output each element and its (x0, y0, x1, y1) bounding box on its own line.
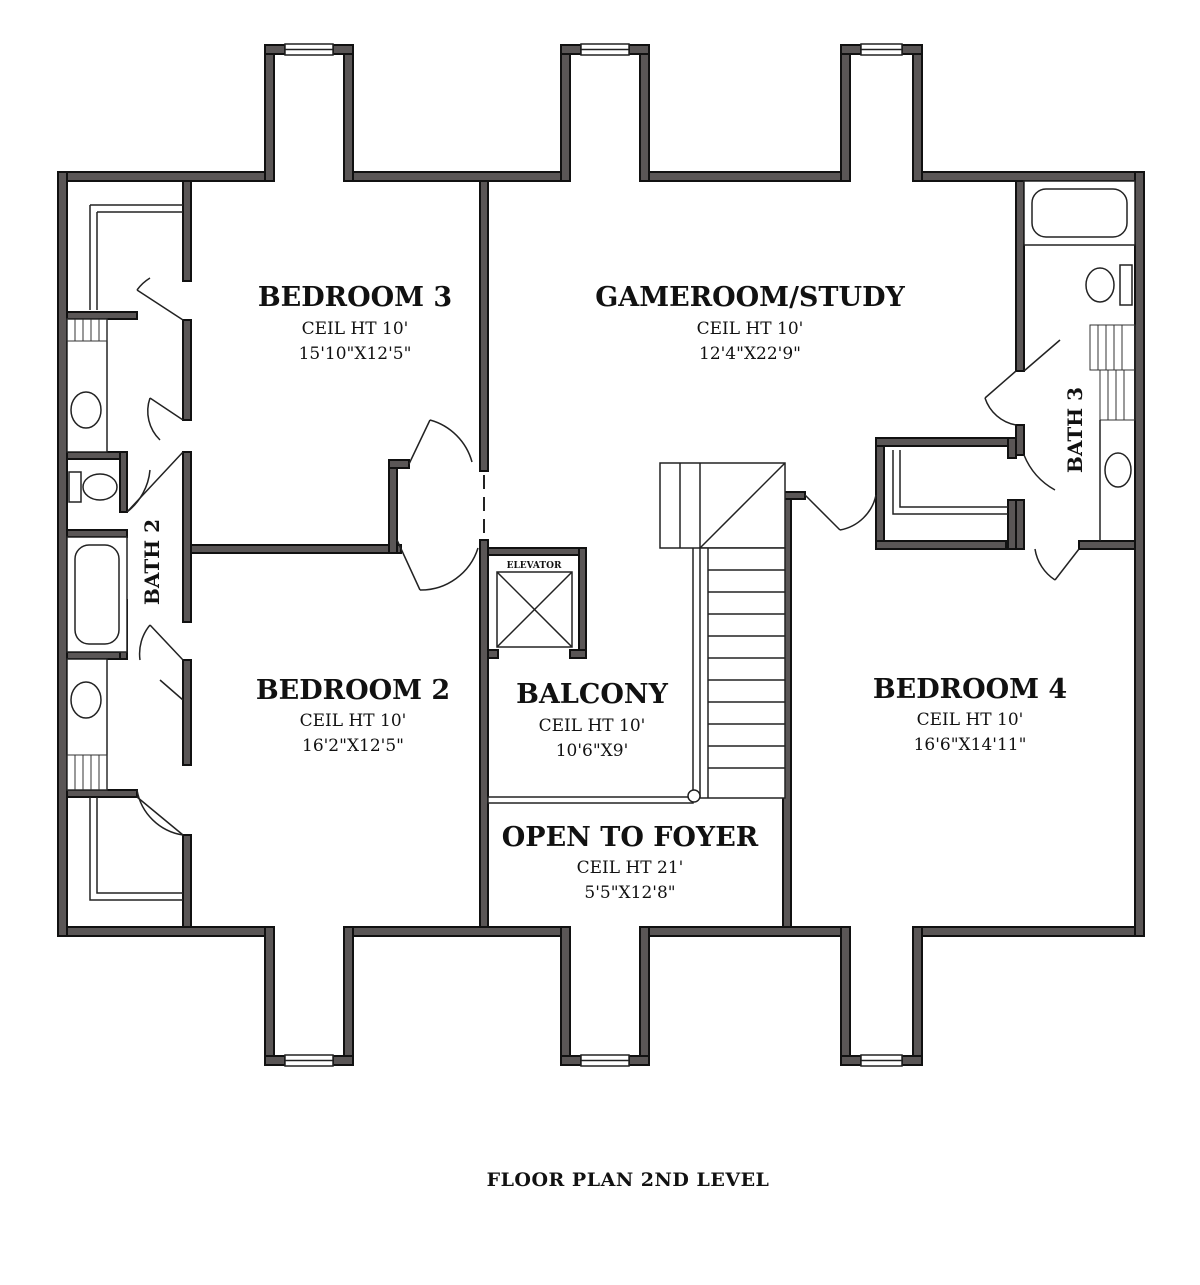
fixtures (66, 180, 1136, 901)
room-size: 10'6"X9' (556, 741, 629, 761)
room-gameroom: GAMEROOM/STUDY CEIL HT 10' 12'4"X22'9" (595, 282, 905, 364)
bath-3-label: BATH 3 (1063, 387, 1087, 473)
room-ceiling: CEIL HT 10' (302, 319, 409, 339)
interior-walls (66, 180, 1136, 928)
doors (126, 277, 1080, 836)
room-bedroom-4: BEDROOM 4 CEIL HT 10' 16'6"X14'11" (873, 674, 1067, 755)
elevator-shaft: ELEVATOR (496, 561, 573, 648)
room-name: BEDROOM 2 (256, 675, 450, 706)
room-size: 16'2"X12'5" (302, 736, 404, 756)
windows (284, 43, 903, 1067)
room-balcony: BALCONY CEIL HT 10' 10'6"X9' (516, 679, 668, 761)
room-name: BALCONY (516, 679, 668, 710)
elevator-label: ELEVATOR (507, 561, 562, 571)
exterior-walls (57, 44, 1145, 1066)
room-open-to-foyer: OPEN TO FOYER CEIL HT 21' 5'5"X12'8" (502, 822, 759, 903)
room-name: OPEN TO FOYER (502, 822, 759, 853)
room-ceiling: CEIL HT 10' (539, 716, 646, 736)
bath-2-label: BATH 2 (140, 519, 164, 605)
room-size: 12'4"X22'9" (699, 344, 801, 364)
room-size: 15'10"X12'5" (299, 344, 412, 364)
plan-title: FLOOR PLAN 2ND LEVEL (487, 1169, 770, 1191)
room-ceiling: CEIL HT 10' (300, 711, 407, 731)
room-ceiling: CEIL HT 10' (917, 710, 1024, 730)
room-size: 16'6"X14'11" (914, 735, 1027, 755)
room-name: GAMEROOM/STUDY (595, 282, 905, 313)
room-size: 5'5"X12'8" (584, 883, 675, 903)
room-name: BEDROOM 3 (258, 282, 452, 313)
room-ceiling: CEIL HT 10' (697, 319, 804, 339)
staircase (659, 462, 786, 803)
room-name: BEDROOM 4 (873, 674, 1067, 705)
room-ceiling: CEIL HT 21' (577, 858, 684, 878)
room-bedroom-2: BEDROOM 2 CEIL HT 10' 16'2"X12'5" (256, 675, 450, 756)
room-bedroom-3: BEDROOM 3 CEIL HT 10' 15'10"X12'5" (258, 282, 452, 364)
